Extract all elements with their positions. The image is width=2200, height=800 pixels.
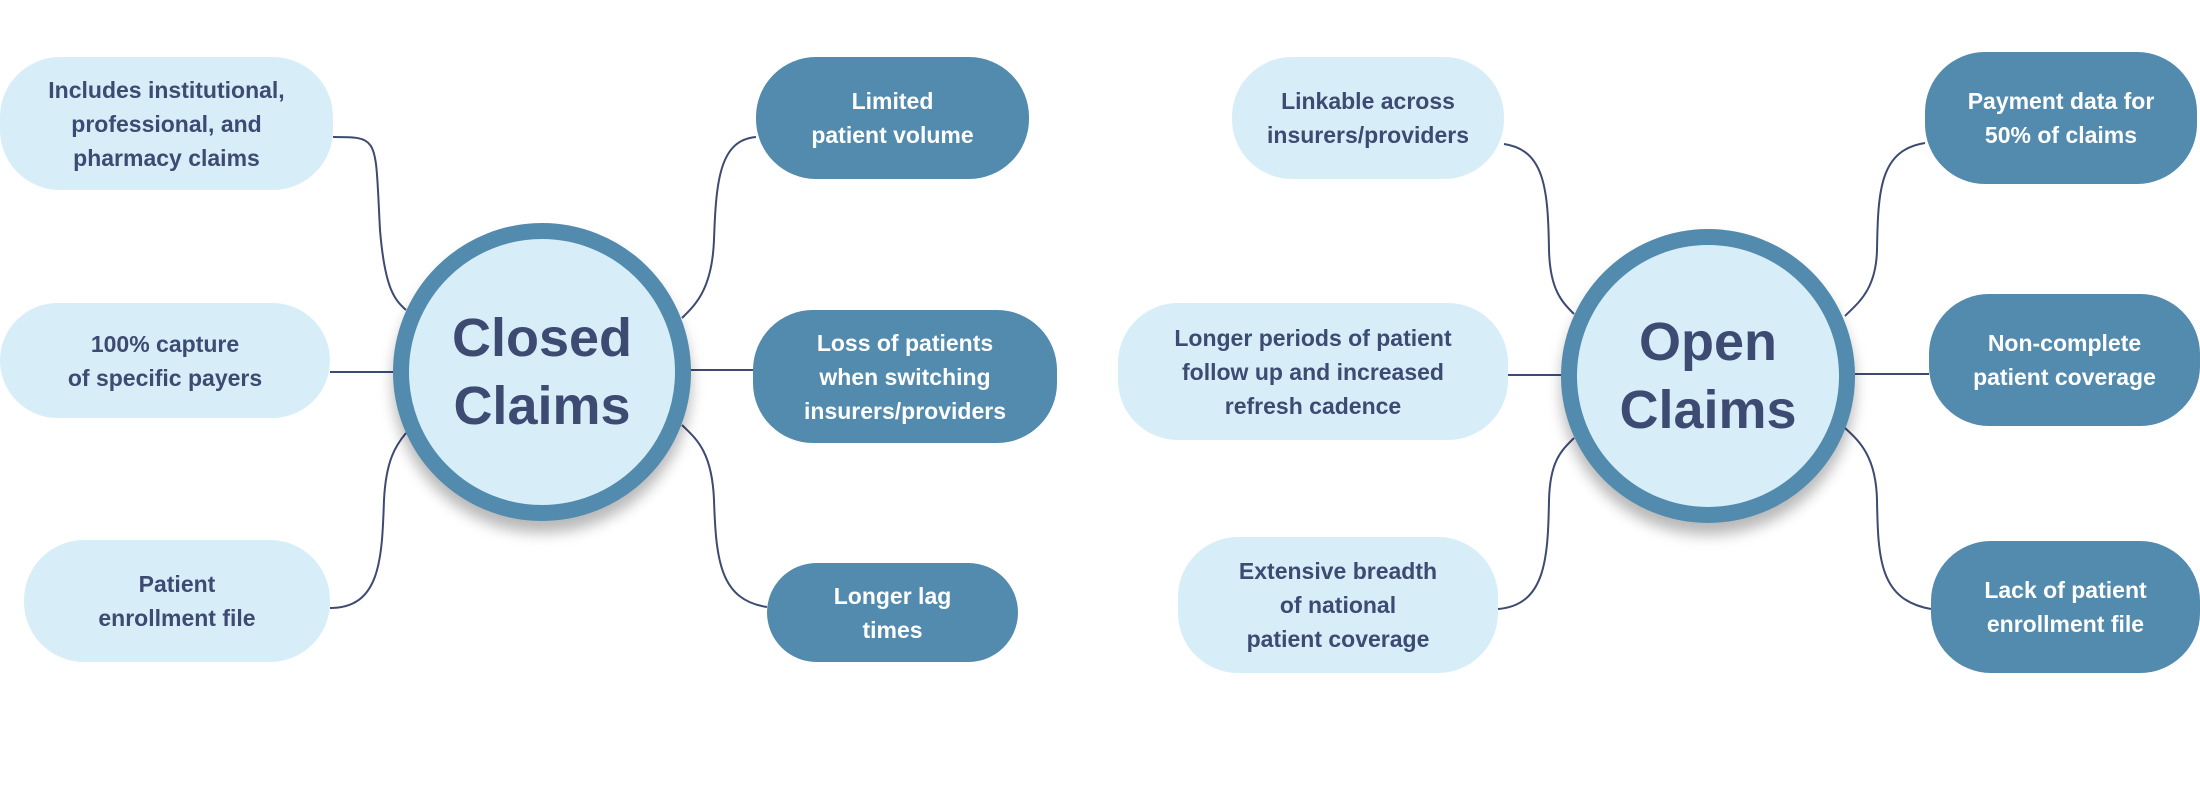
closed-left-node-3: Patient enrollment file <box>24 540 330 662</box>
open-right-node-2: Non-complete patient coverage <box>1929 294 2200 426</box>
connector <box>329 432 407 609</box>
connector <box>681 136 757 319</box>
open-right-node-3: Lack of patient enrollment file <box>1931 541 2200 673</box>
open-claims-hub: Open Claims <box>1561 229 1855 523</box>
open-left-node-1: Linkable across insurers/providers <box>1232 57 1504 179</box>
closed-right-node-1: Limited patient volume <box>756 57 1029 179</box>
connector <box>1844 427 1932 610</box>
open-left-node-2: Longer periods of patient follow up and … <box>1118 303 1508 440</box>
open-left-node-3: Extensive breadth of national patient co… <box>1178 537 1498 673</box>
connector <box>681 424 768 608</box>
connector <box>1844 142 1926 317</box>
connector <box>332 136 407 311</box>
closed-right-node-2: Loss of patients when switching insurers… <box>753 310 1057 443</box>
closed-right-node-3: Longer lag times <box>767 563 1018 662</box>
closed-claims-hub: Closed Claims <box>393 223 691 521</box>
open-right-node-1: Payment data for 50% of claims <box>1925 52 2197 184</box>
closed-left-node-2: 100% capture of specific payers <box>0 303 330 418</box>
connector <box>1497 437 1575 610</box>
connector <box>1503 143 1575 315</box>
closed-left-node-1: Includes institutional, professional, an… <box>0 57 333 190</box>
